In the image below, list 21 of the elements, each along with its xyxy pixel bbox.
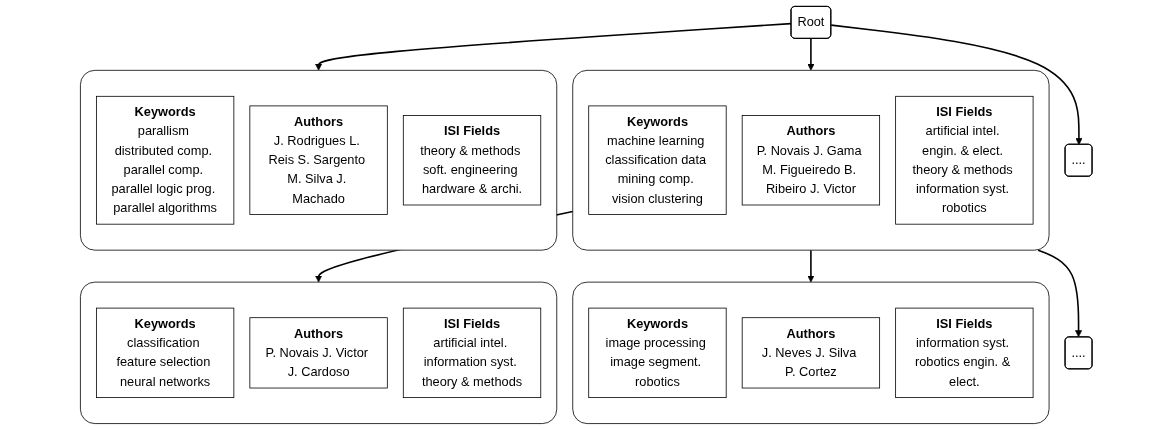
cluster <box>572 281 1050 424</box>
arrow <box>830 24 1083 145</box>
node-box: Keywords image processing image segment. robotics <box>588 307 727 398</box>
arrow <box>1037 249 1082 338</box>
node-box: Authors J. Rodrigues L. Reis S. Sargento M. Silva J. Machado <box>249 105 388 215</box>
node-box: ISI Fields artificial intel. engin. & elect. theory & methods information syst. robotics <box>895 95 1034 225</box>
cluster <box>79 281 557 424</box>
node-box: Authors J. Neves J. Silva P. Cortez <box>741 317 880 389</box>
node-box: Authors P. Novais J. Victor J. Cardoso <box>249 317 388 389</box>
cluster <box>79 69 557 251</box>
node-box: ISI Fields artificial intel. information syst. theory & methods <box>402 307 541 398</box>
node-box: Authors P. Novais J. Gama M. Figueiredo B. Ribeiro J. Victor <box>741 115 880 206</box>
cluster <box>572 69 1050 251</box>
node-box: Keywords parallism distributed comp. parallel comp. parallel logic prog. parallel algorithms <box>95 95 235 225</box>
arrow <box>807 37 815 71</box>
arrow <box>314 22 792 71</box>
node-box: Keywords machine learning classification data mining comp. vision clustering <box>588 105 727 215</box>
node-box: ISI Fields information syst. robotics engin. & elect. <box>895 307 1034 398</box>
node-box: ISI Fields theory & methods soft. engineering hardware & archi. <box>402 115 541 206</box>
arrow <box>807 249 815 283</box>
node-box: Keywords classification feature selection neural networks <box>95 307 235 398</box>
